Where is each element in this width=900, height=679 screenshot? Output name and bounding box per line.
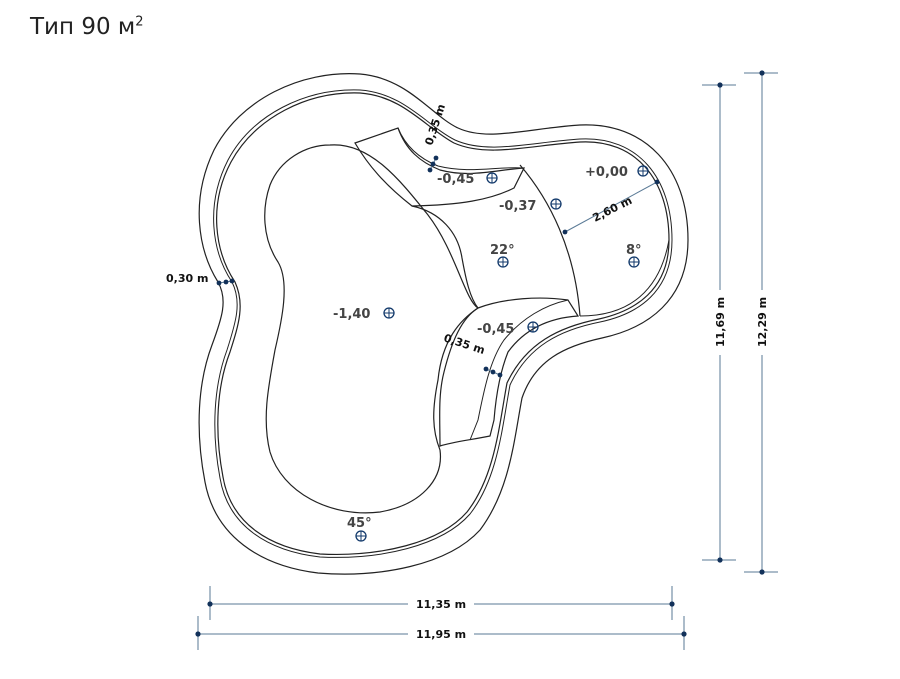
upper-step-dot-inner (427, 167, 433, 173)
lower-step-contour (439, 297, 580, 447)
marker-slope-8 (628, 256, 640, 268)
marker-edge (637, 165, 649, 177)
slope-8-label: 8° (626, 243, 642, 258)
title-superscript: 2 (135, 14, 144, 30)
pool-coping-contour (213, 89, 673, 558)
upper-step-dot-outer (433, 155, 439, 161)
inner-height-label: 11,69 m (714, 297, 727, 347)
shelf-dot-inner (562, 229, 568, 235)
title-text: Тип 90 м (30, 14, 136, 40)
wall-dot-inner (229, 278, 235, 284)
shelf-boundary (519, 164, 581, 317)
marker-slope-45 (355, 530, 367, 542)
inner-width-dimension (207, 586, 675, 620)
lower-step-dot-inner (497, 372, 503, 378)
outer-height-dimension (744, 70, 778, 575)
outer-height-label: 12,29 m (756, 297, 769, 347)
marker-deep (383, 307, 395, 319)
lower-step-dot-mid (490, 369, 496, 375)
inner-height-dimension (702, 82, 736, 563)
outer-width-dimension (195, 616, 687, 650)
page-title: Тип 90 м2 (30, 14, 144, 40)
wall-thickness-label: 0,30 m (166, 272, 208, 285)
level-step-bottom-label: -0,45 (477, 322, 514, 337)
upper-step-dot-mid (430, 161, 436, 167)
shelf-edge-line (579, 239, 670, 317)
upper-step-inner-line (397, 127, 525, 171)
lower-step-inner-line (469, 299, 569, 441)
shelf-dimension-line (564, 181, 658, 233)
upper-step-width-label: 0,35 m (422, 103, 447, 147)
marker-slope-22 (497, 256, 509, 268)
middle-zone-boundary (411, 205, 479, 309)
level-deep-label: -1,40 (333, 307, 370, 322)
slope-45-label: 45° (347, 516, 372, 531)
upper-step-contour (354, 127, 526, 207)
deep-zone-contour (264, 144, 480, 514)
pool-outer-contour (198, 73, 689, 575)
outer-width-label: 11,95 m (416, 628, 466, 641)
level-edge-label: +0,00 (585, 165, 628, 180)
marker-step-top (486, 172, 498, 184)
marker-middle (550, 198, 562, 210)
level-step-top-label: -0,45 (437, 172, 474, 187)
wall-dot-outer (216, 280, 222, 286)
pool-inner-contour (216, 92, 670, 555)
shelf-dot-outer (654, 179, 660, 185)
level-middle-label: -0,37 (499, 199, 536, 214)
lower-step-dot-outer (483, 366, 489, 372)
slope-22-label: 22° (490, 243, 515, 258)
shelf-width-label: 2,60 m (590, 194, 634, 225)
marker-step-bottom (527, 321, 539, 333)
inner-width-label: 11,35 m (416, 598, 466, 611)
wall-dot-mid (223, 279, 229, 285)
